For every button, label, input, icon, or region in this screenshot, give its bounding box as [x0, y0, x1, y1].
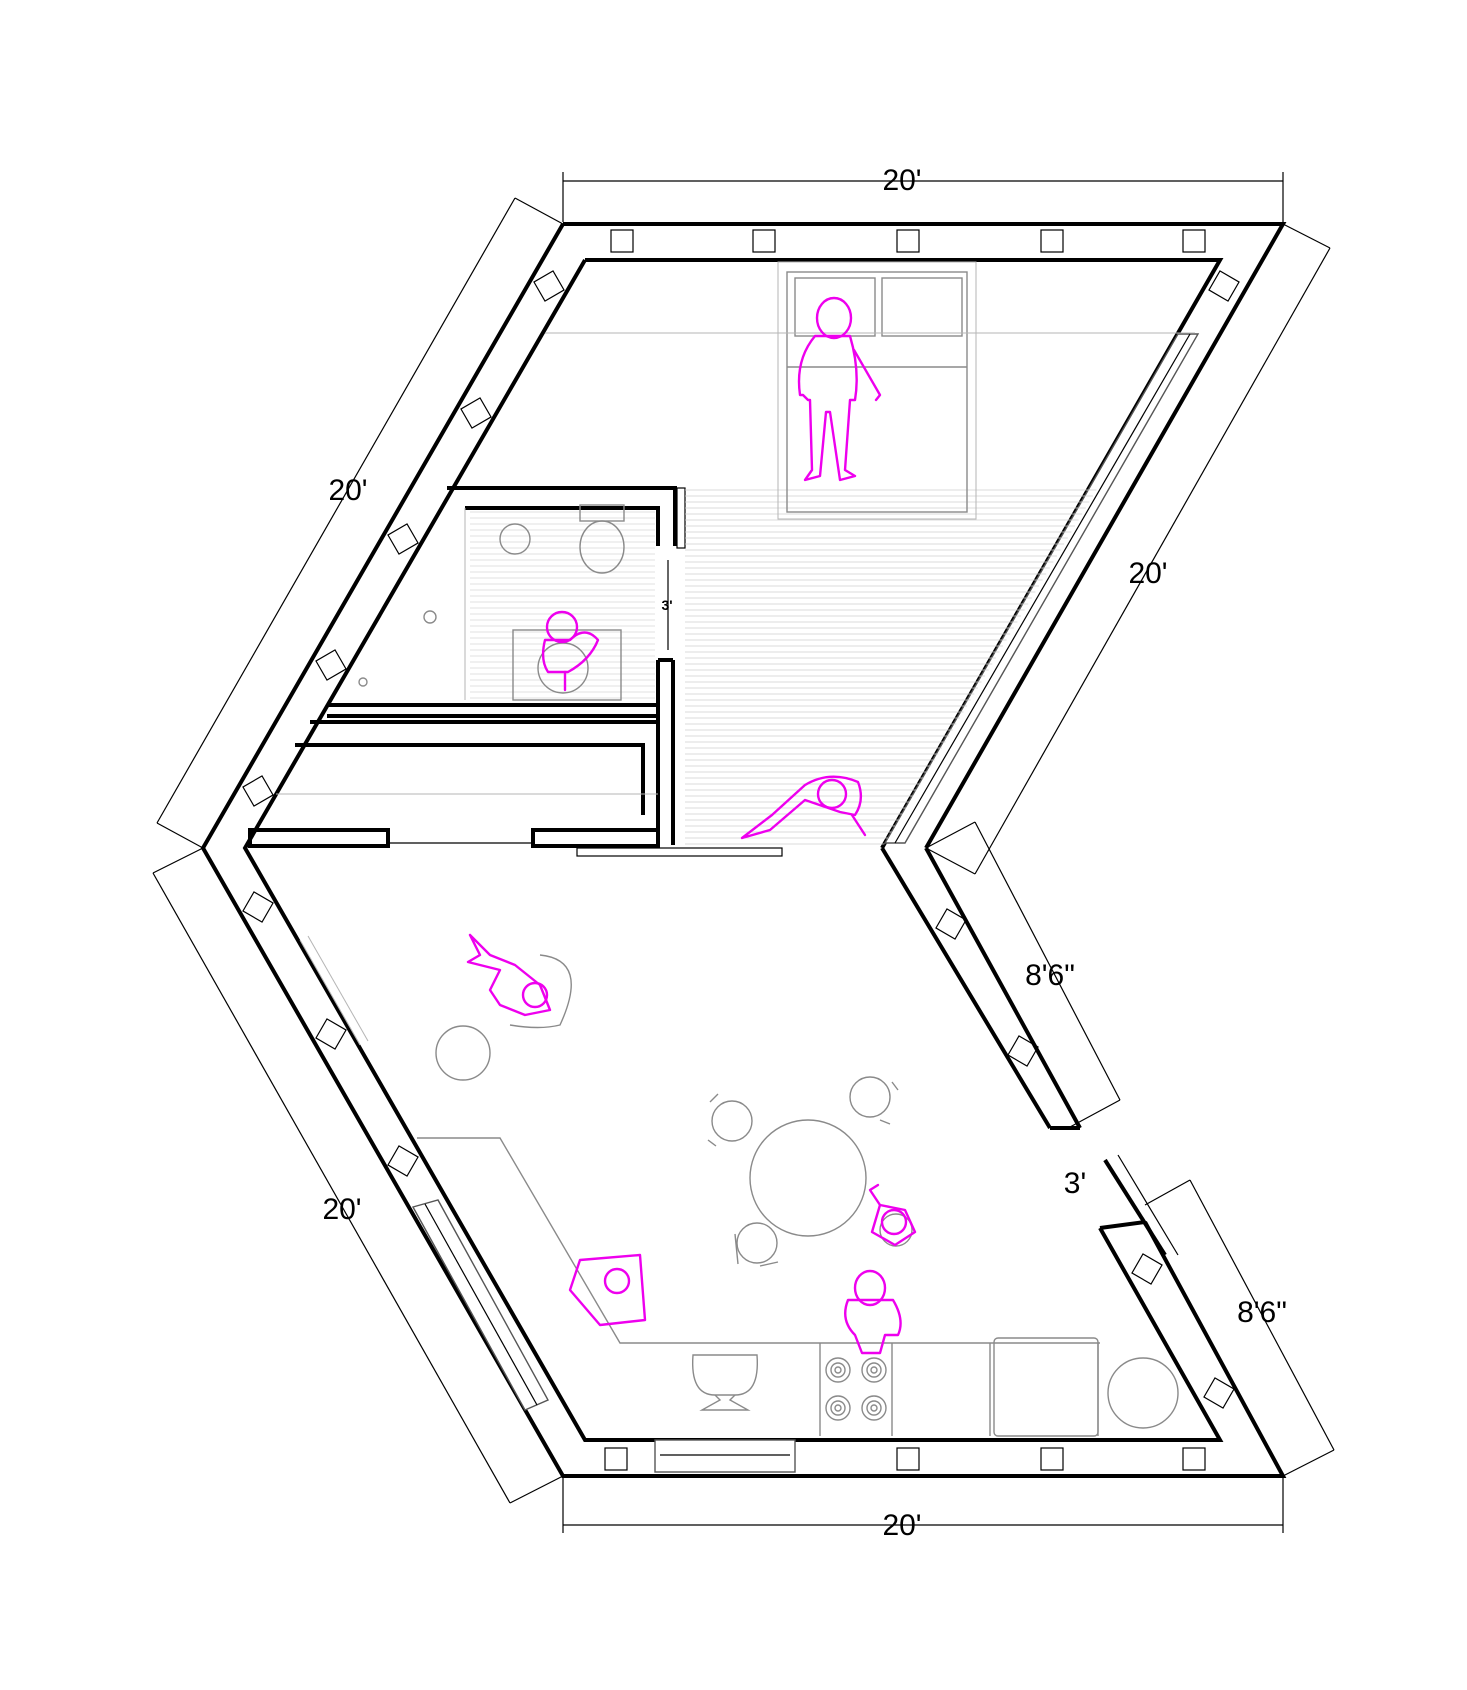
kitchen-counter	[417, 1137, 1179, 1437]
chair-icon	[734, 1222, 779, 1267]
dim-bathroom-door: 3'	[661, 597, 672, 613]
stove-icon	[825, 1357, 887, 1421]
people	[466, 296, 917, 1355]
person-seated-icon	[868, 1183, 917, 1247]
dim-right-upper-segment: 8'6"	[1025, 959, 1075, 992]
sink-icon	[512, 629, 622, 701]
chair-icon	[849, 1076, 899, 1125]
person-standing-icon	[797, 296, 882, 482]
person-standing-icon	[844, 1269, 902, 1355]
toilet-icon	[499, 523, 531, 555]
toilet-icon	[579, 520, 625, 574]
dim-right-gap: 3'	[1064, 1167, 1086, 1200]
armchair-icon	[509, 954, 572, 1029]
windows	[299, 333, 1200, 1473]
table-icon	[749, 1119, 867, 1237]
person-seated-icon	[466, 933, 552, 1017]
person-seated-icon	[541, 610, 600, 692]
person-walking-icon	[740, 775, 867, 840]
dim-lower-left-side: 20'	[322, 1193, 361, 1226]
chairs	[509, 954, 913, 1267]
chair-icon	[879, 1213, 913, 1247]
bathroom-fixtures	[358, 504, 625, 701]
dim-top-width: 20'	[882, 164, 921, 197]
person-seated-icon	[568, 1253, 647, 1327]
floor-hatching	[470, 489, 1097, 845]
bed	[545, 261, 1195, 520]
dining-table	[435, 1025, 867, 1237]
dim-upper-left-side: 20'	[328, 474, 367, 507]
chair-icon	[707, 1093, 753, 1147]
dim-right-lower-segment: 8'6"	[1237, 1296, 1287, 1329]
wall-posts	[242, 229, 1240, 1471]
dim-upper-right-side: 20'	[1128, 557, 1167, 590]
exterior-walls	[200, 222, 1287, 1478]
dim-bottom-width: 20'	[882, 1509, 921, 1542]
interior-walls	[248, 486, 783, 857]
dimension-lines	[152, 172, 1335, 1533]
side-table-icon	[435, 1025, 491, 1081]
